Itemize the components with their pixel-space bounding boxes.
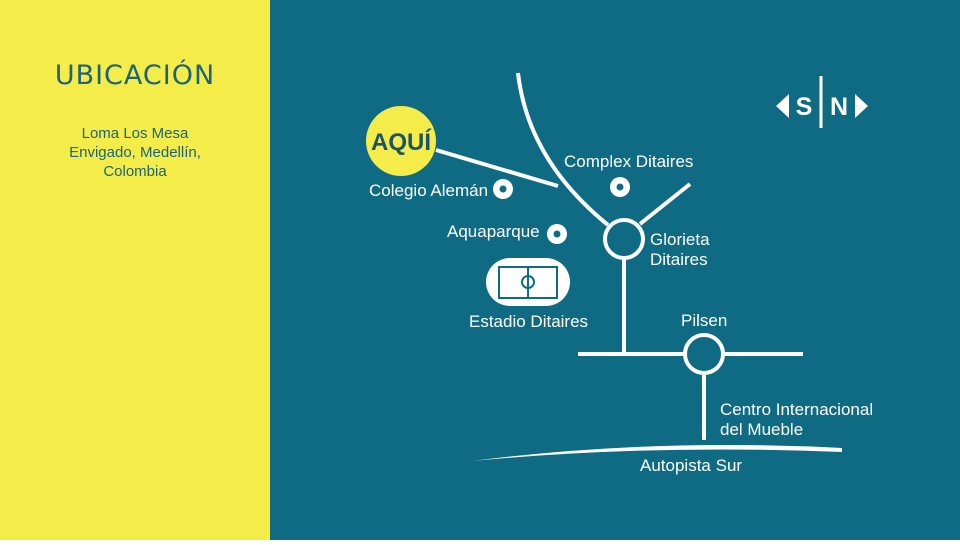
road-network (435, 72, 803, 440)
here-label: AQUÍ (371, 128, 432, 156)
label-colegio-aleman: Colegio Alemán (369, 181, 488, 200)
location-sidebar: UBICACIÓN Loma Los Mesa Envigado, Medell… (0, 0, 270, 540)
compass-north-label: N (830, 93, 848, 121)
label-glorieta-line2: Ditaires (650, 250, 708, 269)
road-autopista-sur (472, 444, 842, 461)
poi-marker-icon (493, 179, 513, 199)
page-title: UBICACIÓN (54, 60, 216, 91)
address-line-3: Colombia (103, 163, 167, 180)
label-autopista-sur: Autopista Sur (640, 456, 742, 475)
road-complex-branch (638, 182, 692, 226)
label-pilsen: Pilsen (681, 311, 727, 330)
roundabout-icon (683, 333, 725, 375)
road-aqui-connector (435, 148, 559, 188)
compass-south-label: S (796, 93, 813, 121)
map-panel: AQUÍ Colegio Alemán Complex Ditaires Aqu… (270, 0, 960, 540)
roundabout-icon (603, 218, 645, 260)
label-estadio-ditaires: Estadio Ditaires (469, 312, 588, 331)
label-complex-ditaires: Complex Ditaires (564, 152, 693, 171)
location-map: AQUÍ Colegio Alemán Complex Ditaires Aqu… (366, 72, 873, 475)
stadium-icon (486, 258, 570, 306)
address-block: Loma Los Mesa Envigado, Medellín, Colomb… (0, 124, 270, 181)
label-centro-line2: del Mueble (720, 420, 803, 439)
road-main-curve (516, 72, 610, 227)
poi-marker-icon (610, 177, 630, 197)
address-line-2: Envigado, Medellín, (69, 144, 201, 161)
label-glorieta-line1: Glorieta (650, 230, 710, 249)
compass-icon: S N (776, 76, 868, 128)
here-marker (366, 106, 436, 176)
label-centro-line1: Centro Internacional (720, 400, 873, 419)
address-line-1: Loma Los Mesa (81, 125, 189, 142)
poi-marker-icon (547, 224, 567, 244)
map-labels: Colegio Alemán Complex Ditaires Aquaparq… (369, 152, 873, 475)
label-aquaparque: Aquaparque (447, 222, 540, 241)
